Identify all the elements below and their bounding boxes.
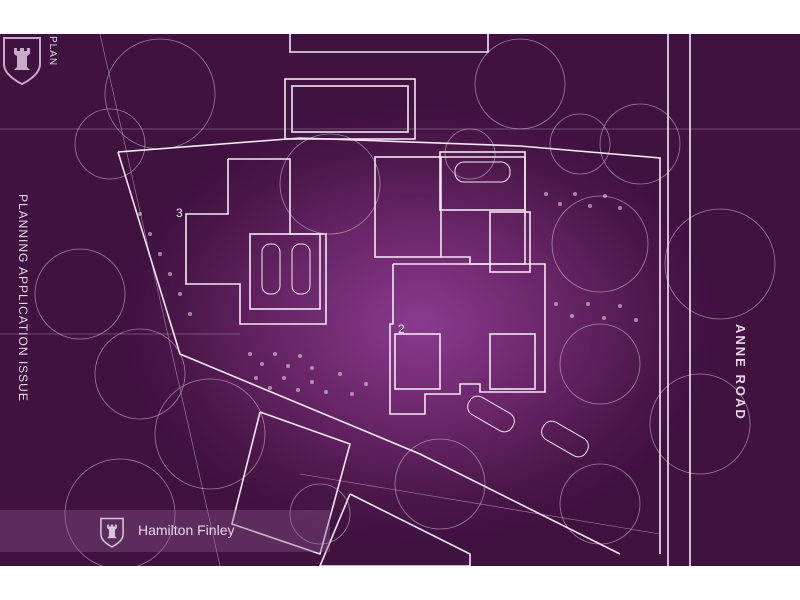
- lot-2-label: 2: [398, 322, 405, 336]
- road-name-label: ANNE ROAD: [733, 324, 748, 421]
- site-plan-blueprint: PLAN PLANNING APPLICATION ISSUE ANNE ROA…: [0, 34, 800, 566]
- plan-label: PLAN: [47, 36, 58, 67]
- castle-rook-shield-icon: [100, 517, 124, 548]
- planning-application-label: PLANNING APPLICATION ISSUE: [16, 194, 30, 402]
- castle-rook-shield-icon: [3, 37, 41, 86]
- lot-3-label: 3: [176, 206, 183, 220]
- brand-banner: [0, 510, 330, 552]
- blueprint-drawing: [0, 34, 800, 566]
- company-name: Hamilton Finley: [138, 522, 235, 538]
